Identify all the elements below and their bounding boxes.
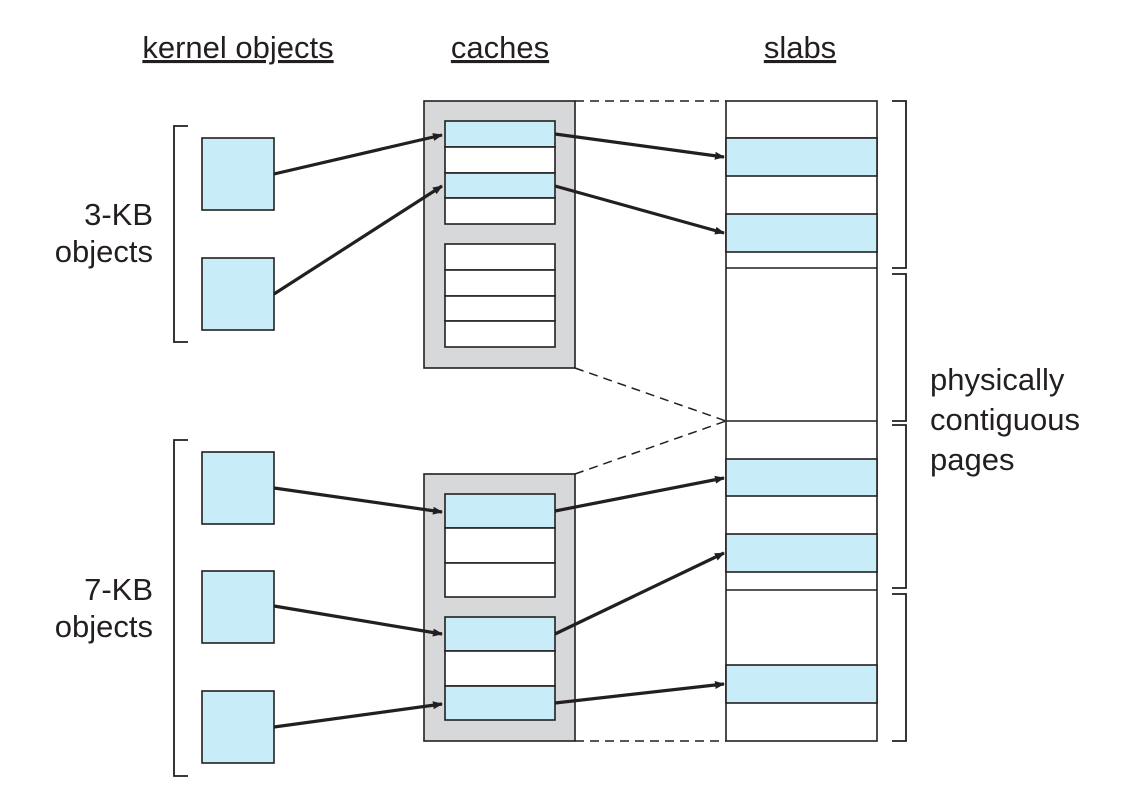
cache-7kb-slot-free-1: [444, 527, 556, 564]
label-pages-line2: contiguous: [930, 402, 1080, 437]
cache-7kb-slot-used-3: [444, 685, 556, 721]
cache-3kb-slot-free-5: [444, 295, 556, 322]
cache-7kb-slot-used-1: [444, 493, 556, 529]
label-3kb-objects: 3-KB objects: [55, 197, 153, 269]
cache-3kb-slot-used-2: [444, 172, 556, 199]
slab-object-used-3: [725, 458, 878, 497]
arrow-cache-to-slab-1: [554, 132, 725, 160]
arrow-object-to-cache-1: [273, 133, 443, 176]
arrow-cache-to-slab-3: [554, 475, 725, 513]
label-3kb-line1: 3-KB: [84, 197, 153, 232]
slab-object-used-4: [725, 533, 878, 573]
slab-object-used-5: [725, 664, 878, 704]
cache-3kb-slot-used-1: [444, 120, 556, 148]
bracket-7kb: [173, 439, 188, 777]
slab-object-used-2: [725, 213, 878, 253]
kernel-object-3kb-1: [201, 137, 275, 211]
arrow-object-to-cache-4: [273, 604, 443, 637]
cache-7kb-slot-used-2: [444, 616, 556, 652]
bracket-pages-3: [892, 424, 907, 589]
header-kernel-objects: kernel objects: [142, 30, 333, 65]
kernel-object-7kb-3: [201, 690, 275, 764]
cache-slab-dashed-links: [574, 100, 727, 742]
cache-3kb-slot-free-6: [444, 320, 556, 348]
bracket-pages-1: [892, 100, 907, 269]
cache-3kb-slot-free-3: [444, 243, 556, 271]
label-pages-line3: pages: [930, 442, 1014, 477]
label-physically-contiguous-pages: physically contiguous pages: [930, 362, 1080, 477]
cache-3kb-slot-free-4: [444, 269, 556, 297]
slabs-column: [725, 100, 878, 742]
kernel-object-7kb-2: [201, 570, 275, 644]
label-7kb-line2: objects: [55, 609, 153, 644]
bracket-pages-2: [892, 273, 907, 422]
bracket-pages-4: [892, 593, 907, 742]
arrow-object-to-cache-5: [273, 701, 443, 729]
slab-object-used-1: [725, 137, 878, 177]
cache-7kb: [423, 473, 576, 742]
cache-3kb-slot-free-2: [444, 197, 556, 225]
dashed-link-top-cache-bottom: [574, 367, 727, 422]
arrow-object-to-cache-3: [273, 486, 443, 515]
cache-7kb-slot-free-3: [444, 650, 556, 687]
label-3kb-line2: objects: [55, 234, 153, 269]
label-7kb-objects: 7-KB objects: [55, 572, 153, 644]
label-7kb-line1: 7-KB: [84, 572, 153, 607]
arrow-cache-to-slab-4: [554, 551, 725, 636]
bracket-3kb: [173, 125, 188, 343]
cache-3kb: [423, 100, 576, 369]
arrow-cache-to-slab-2: [554, 184, 725, 235]
label-pages-line1: physically: [930, 362, 1065, 397]
cache-3kb-slot-free-1: [444, 146, 556, 174]
kernel-object-7kb-1: [201, 451, 275, 525]
cache-7kb-slot-free-2: [444, 562, 556, 598]
kernel-object-3kb-2: [201, 257, 275, 331]
dashed-link-bottom-cache-top: [574, 420, 727, 475]
arrow-cache-to-slab-5: [554, 681, 725, 705]
header-slabs: slabs: [764, 30, 836, 65]
header-caches: caches: [451, 30, 549, 65]
arrow-object-to-cache-2: [273, 184, 443, 296]
